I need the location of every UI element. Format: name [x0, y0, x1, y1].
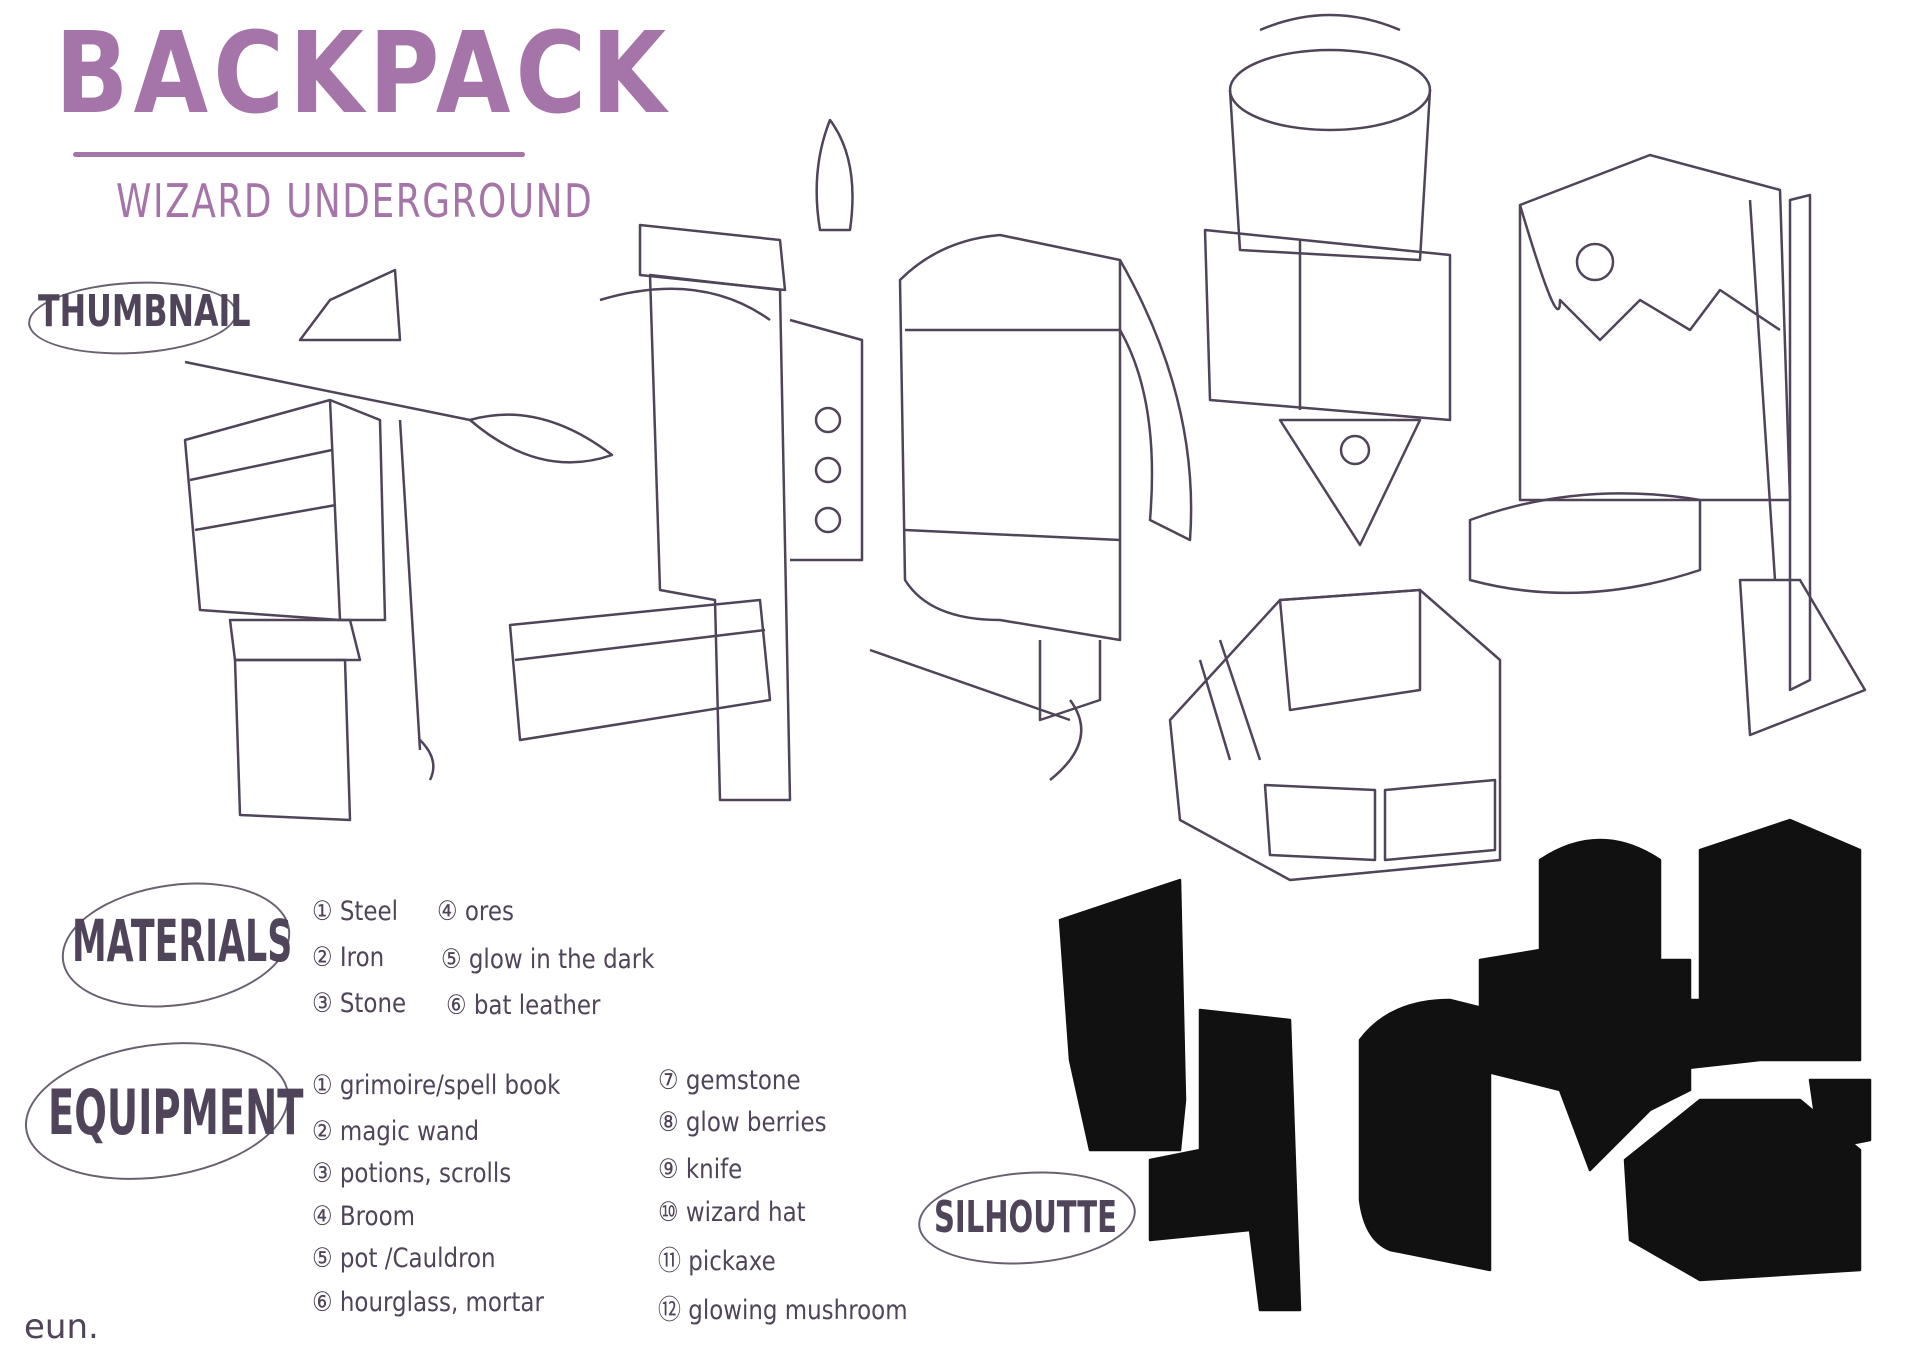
- equipment-item: ④ Broom: [312, 1201, 415, 1232]
- silhouette-cauldron: [1478, 838, 1692, 1172]
- material-item: ⑥ bat leather: [446, 990, 601, 1021]
- material-item: ① Steel: [312, 896, 399, 927]
- page-title: BACKPACK: [55, 9, 672, 139]
- material-item: ⑤ glow in the dark: [441, 944, 655, 975]
- title-underline: [73, 152, 525, 157]
- page-subtitle: WIZARD UNDERGROUND: [116, 174, 594, 228]
- material-item: ③ Stone: [312, 988, 407, 1019]
- equipment-item: ⑫ glowing mushroom: [658, 1295, 908, 1326]
- sketch-pickaxe-backpack: [508, 118, 864, 802]
- silhouette-satchel: [1623, 1098, 1862, 1282]
- materials-label: MATERIALS: [72, 907, 293, 975]
- equipment-item: ⑧ glow berries: [658, 1107, 827, 1138]
- equipment-item: ⑦ gemstone: [658, 1065, 801, 1096]
- silhouette-group: [1058, 818, 1872, 1312]
- sketch-round-backpack: [869, 233, 1193, 781]
- equipment-item: ⑥ hourglass, mortar: [312, 1287, 544, 1318]
- equipment-item: ③ potions, scrolls: [312, 1158, 512, 1189]
- equipment-label: EQUIPMENT: [48, 1076, 304, 1149]
- equipment-item: ⑨ knife: [658, 1154, 743, 1185]
- equipment-item: ⑪ pickaxe: [658, 1246, 776, 1277]
- silhouette-label: SILHOUTTE: [934, 1192, 1117, 1243]
- sketch-broom-backpack: [1468, 153, 1867, 737]
- silhouette-hourglass: [1058, 878, 1187, 1152]
- material-item: ② Iron: [312, 942, 385, 973]
- silhouette-round: [1358, 998, 1492, 1272]
- equipment-item: ⑤ pot /Cauldron: [312, 1243, 496, 1274]
- sketch-hourglass-backpack: [183, 268, 614, 822]
- silhouette-broom: [1668, 818, 1872, 1152]
- sketch-satchel-backpack: [1168, 588, 1502, 882]
- silhouette-pickaxe: [1148, 1008, 1302, 1312]
- equipment-item: ② magic wand: [312, 1116, 480, 1147]
- material-item: ④ ores: [437, 896, 514, 927]
- equipment-item: ⑩ wizard hat: [658, 1197, 806, 1228]
- artist-signature: eun.: [24, 1307, 99, 1347]
- equipment-item: ① grimoire/spell book: [312, 1070, 561, 1101]
- sketch-cauldron-backpack: [1203, 13, 1452, 547]
- thumbnail-label: THUMBNAIL: [38, 286, 251, 337]
